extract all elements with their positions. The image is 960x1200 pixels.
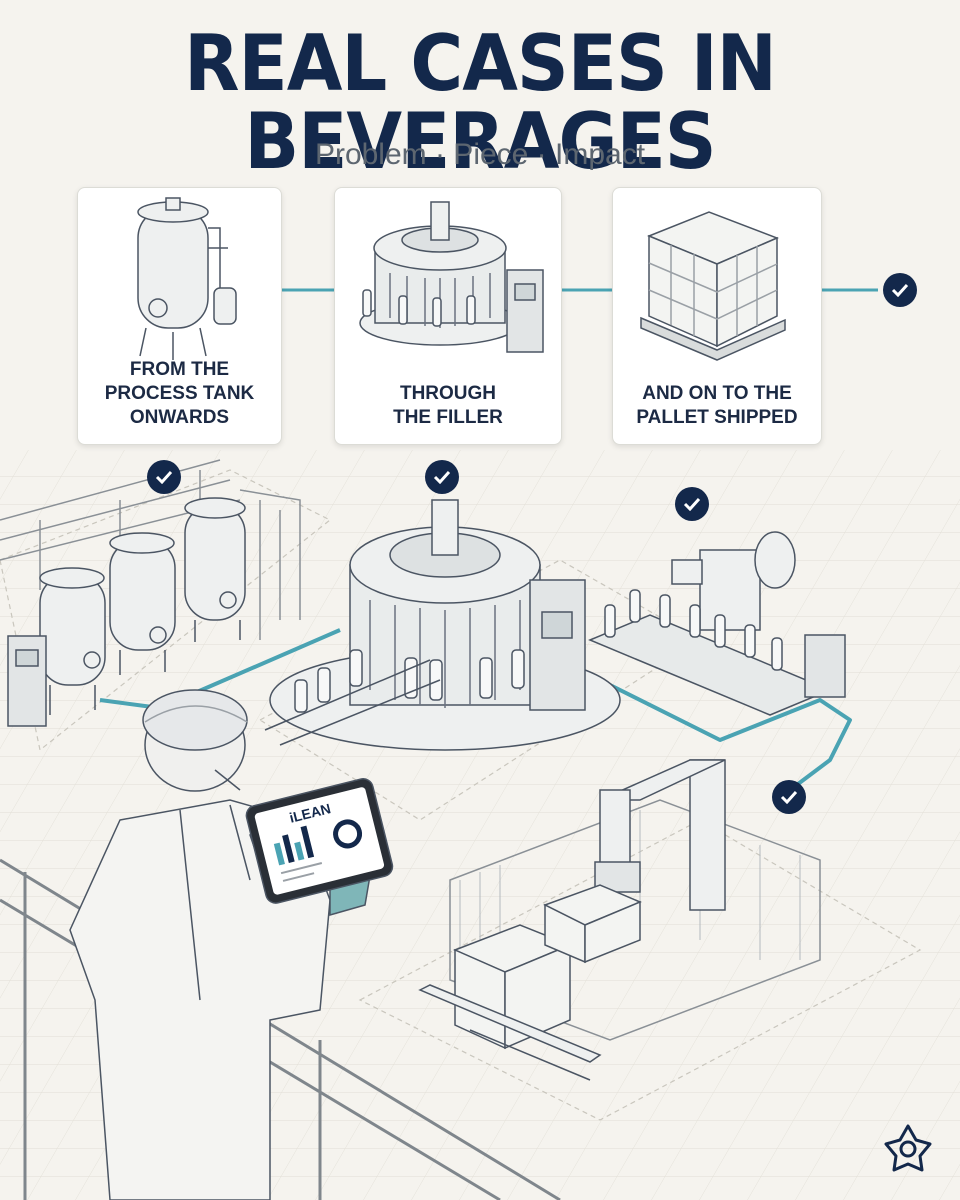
page-subtitle: Problem · Piece · Impact <box>314 138 646 171</box>
process-tank-icon <box>137 197 237 360</box>
card-label-pallet: AND ON TO THE PALLET SHIPPED <box>636 383 798 428</box>
pallet-boxes-icon <box>640 211 786 361</box>
logo-icon <box>884 1124 932 1172</box>
page-title: REAL CASES IN BEVERAGES <box>184 17 777 187</box>
rotary-filler-icon <box>359 201 544 353</box>
card-label-filler: THROUGH THE FILLER <box>393 383 503 428</box>
card-process-tank: FROM THE PROCESS TANK ONWARDS <box>77 187 282 445</box>
check-icon <box>147 460 181 494</box>
card-label-process-tank: FROM THE PROCESS TANK ONWARDS <box>104 359 255 428</box>
card-pallet: AND ON TO THE PALLET SHIPPED <box>612 187 822 445</box>
check-icon <box>675 487 709 521</box>
card-filler: THROUGH THE FILLER <box>334 187 562 445</box>
check-icon <box>883 273 917 307</box>
check-icon <box>425 460 459 494</box>
check-icon <box>772 780 806 814</box>
card-connectors <box>280 288 878 292</box>
